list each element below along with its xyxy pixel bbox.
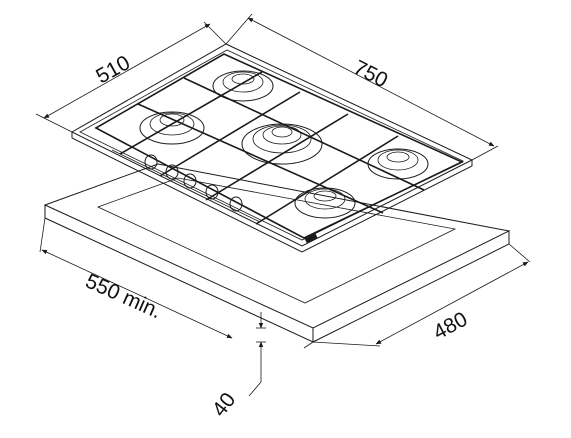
dimension-label-510: 510	[92, 51, 134, 88]
dimension-480: 480	[312, 243, 531, 347]
dimension-label-480: 480	[430, 308, 472, 345]
dimension-750: 750	[225, 13, 499, 161]
dimension-label-550-min: 550 min.	[82, 270, 165, 324]
control-knobs	[144, 154, 243, 212]
dimension-label-40: 40	[208, 389, 241, 422]
brand-plate	[304, 233, 318, 244]
burner-center-wok	[241, 123, 323, 165]
burner-front	[294, 187, 356, 219]
dimension-label-750: 750	[350, 56, 392, 92]
dimension-510: 510	[35, 21, 227, 133]
worktop-block	[43, 163, 511, 343]
burner-right	[367, 148, 429, 180]
burner-left	[139, 111, 205, 145]
pan-supports	[94, 53, 464, 239]
dimension-40: 40	[208, 312, 266, 421]
